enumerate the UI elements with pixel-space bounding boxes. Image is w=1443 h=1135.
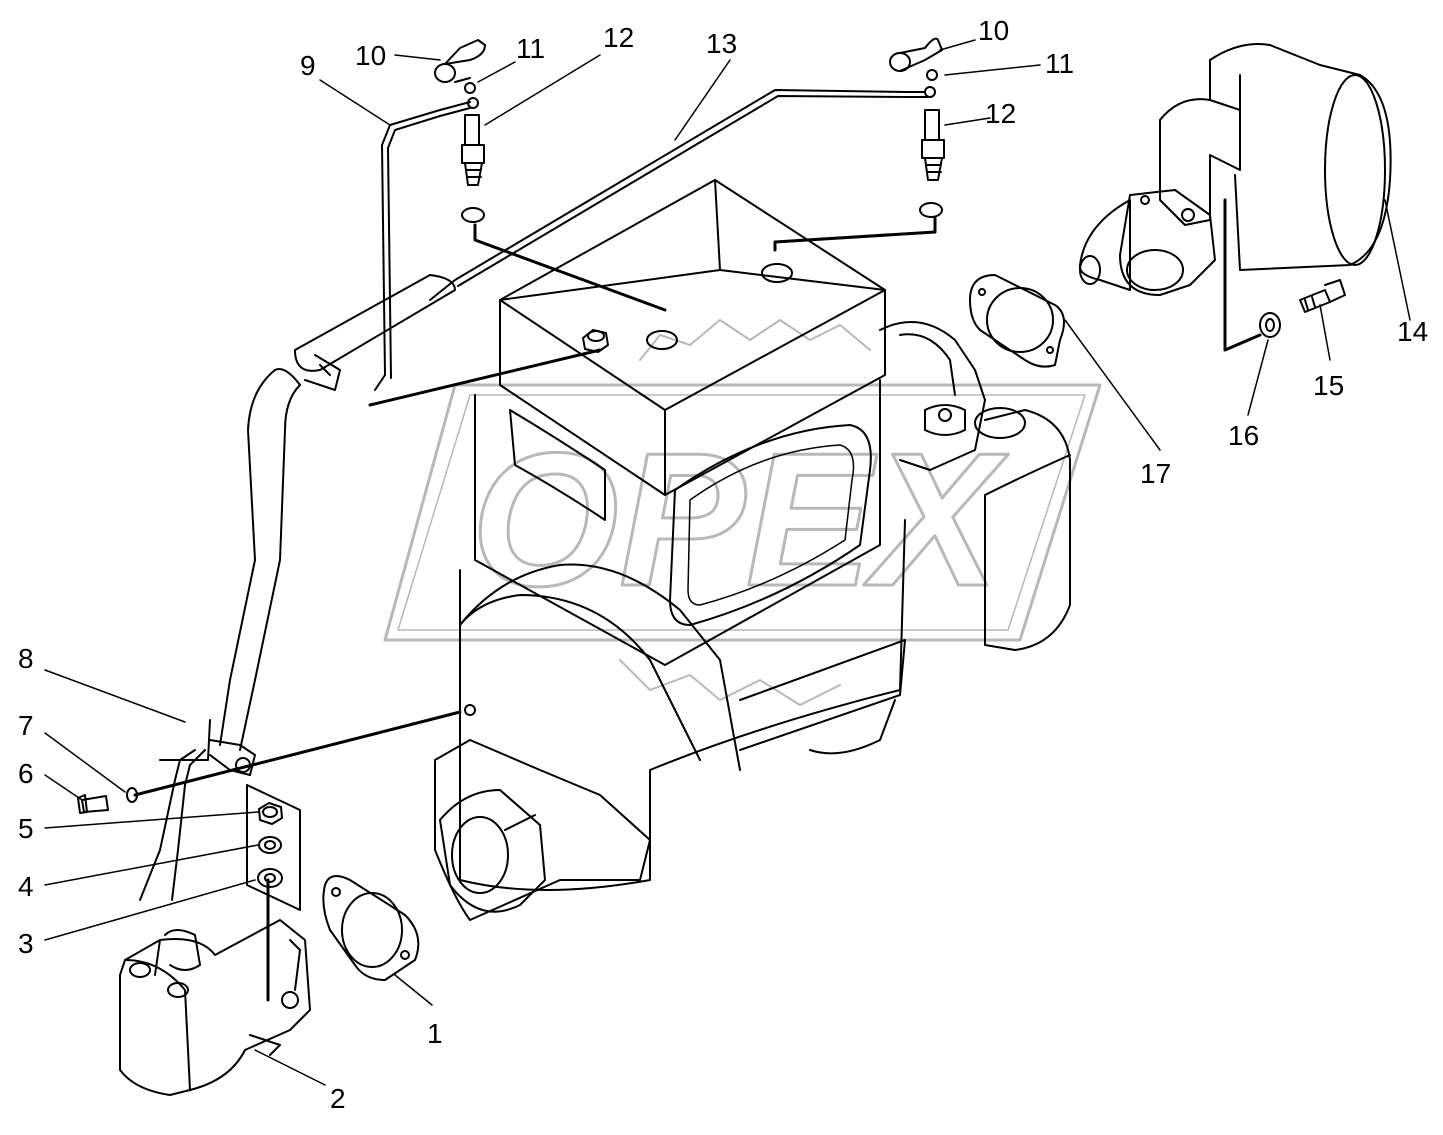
- callout-3: 3: [18, 928, 34, 959]
- cylinder-block: [474, 379, 881, 666]
- filler-hole-1: [761, 263, 793, 283]
- filler-hole-2: [646, 330, 678, 350]
- starter-14: [1078, 43, 1392, 352]
- air-filter: [984, 409, 1071, 651]
- callout-1: 1: [427, 1018, 443, 1049]
- callout-11-left: 11: [516, 33, 546, 64]
- cylinder-window: [669, 424, 872, 626]
- starter-flange: [1119, 189, 1216, 296]
- engine-block: [434, 179, 1071, 921]
- gasket-17: [969, 274, 1065, 368]
- ht-lead-9: [374, 101, 471, 391]
- plug-cap-right: [889, 37, 943, 72]
- mounting-hardware: [77, 784, 301, 1002]
- callout-10-right: 10: [978, 15, 1010, 46]
- callout-8: 8: [18, 643, 34, 674]
- plug-washer-right: [919, 202, 943, 218]
- bolt-15: [1299, 279, 1346, 313]
- mounting-plate: [246, 784, 301, 911]
- callout-11-right: 11: [1045, 48, 1075, 79]
- callout-16: 16: [1228, 420, 1260, 451]
- callout-13: 13: [706, 28, 738, 59]
- callout-12-right: 12: [985, 98, 1017, 129]
- front-outlet: [439, 789, 546, 913]
- callout-4: 4: [18, 871, 34, 902]
- watermark-text: OPEX: [471, 414, 1009, 626]
- spark-plug-left: [461, 114, 485, 186]
- upper-tank-top: [499, 179, 886, 411]
- callout-14: 14: [1397, 316, 1429, 347]
- ignition-parts: [294, 37, 945, 407]
- flat-washer-3: [257, 868, 283, 888]
- terminal-nut-right: [924, 69, 938, 98]
- intake-manifold: [879, 321, 986, 471]
- watermark-gear-bottom: [619, 659, 841, 706]
- callout-12-left: 12: [603, 22, 635, 53]
- plug-cap-left: [434, 39, 486, 83]
- callout-6: 6: [18, 758, 34, 789]
- washer-7: [126, 787, 138, 803]
- bolt-6: [77, 794, 109, 814]
- manifold-port: [924, 404, 966, 436]
- callout-17: 17: [1140, 458, 1172, 489]
- watermark-frame: [383, 383, 1102, 642]
- lock-washer-4: [258, 836, 282, 854]
- callout-15: 15: [1313, 370, 1345, 401]
- callout-5: 5: [18, 813, 34, 844]
- plug-washer-left: [461, 207, 485, 223]
- washer-16: [1259, 312, 1281, 338]
- callout-2: 2: [330, 1083, 346, 1114]
- leader-lines: [44, 39, 1411, 1086]
- callout-7: 7: [18, 710, 34, 741]
- crankcase: [459, 519, 906, 891]
- cap-nut: [582, 329, 609, 353]
- upper-tank-side: [664, 289, 886, 496]
- callout-9: 9: [300, 50, 316, 81]
- front-housing: [434, 739, 651, 921]
- pump-2: [119, 919, 311, 1096]
- spark-plug-right: [921, 109, 945, 181]
- ht-lead-13: [429, 89, 926, 301]
- watermark-gear-top: [639, 319, 871, 361]
- lead-suppressor: [294, 274, 456, 372]
- callout-10-left: 10: [355, 40, 387, 71]
- pipe-8: [133, 354, 476, 901]
- gasket-1: [322, 875, 420, 981]
- terminal-nut-left: [464, 82, 479, 109]
- nut-5: [258, 802, 283, 825]
